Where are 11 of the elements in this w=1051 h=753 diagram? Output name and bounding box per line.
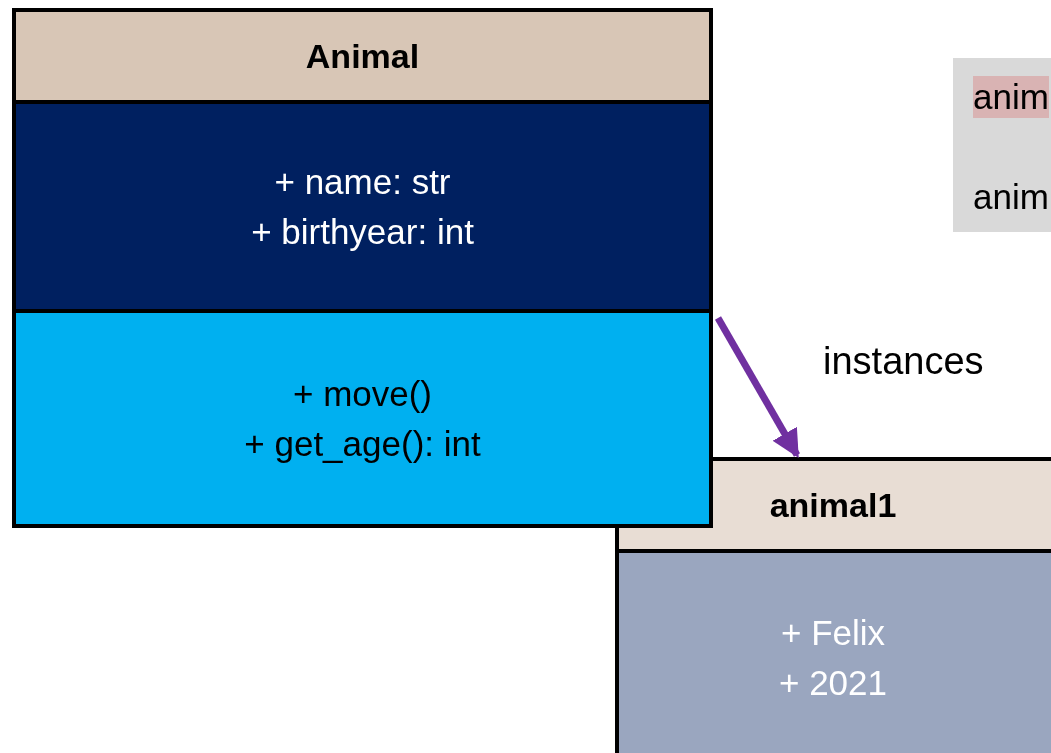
class-box (615, 457, 1051, 753)
class-name: Animal (305, 36, 420, 76)
note-panel (953, 58, 1051, 232)
member-list: + name: str + birthyear: int (251, 156, 474, 257)
member-list: + Felix + 2021 (779, 608, 887, 708)
arrow (714, 316, 801, 459)
class-name: animal1 (769, 485, 897, 525)
note-text: anim (973, 76, 1049, 118)
note-text: anim (973, 176, 1049, 218)
class-box (12, 8, 713, 528)
member-list: + move() + get_age(): int (244, 368, 481, 469)
